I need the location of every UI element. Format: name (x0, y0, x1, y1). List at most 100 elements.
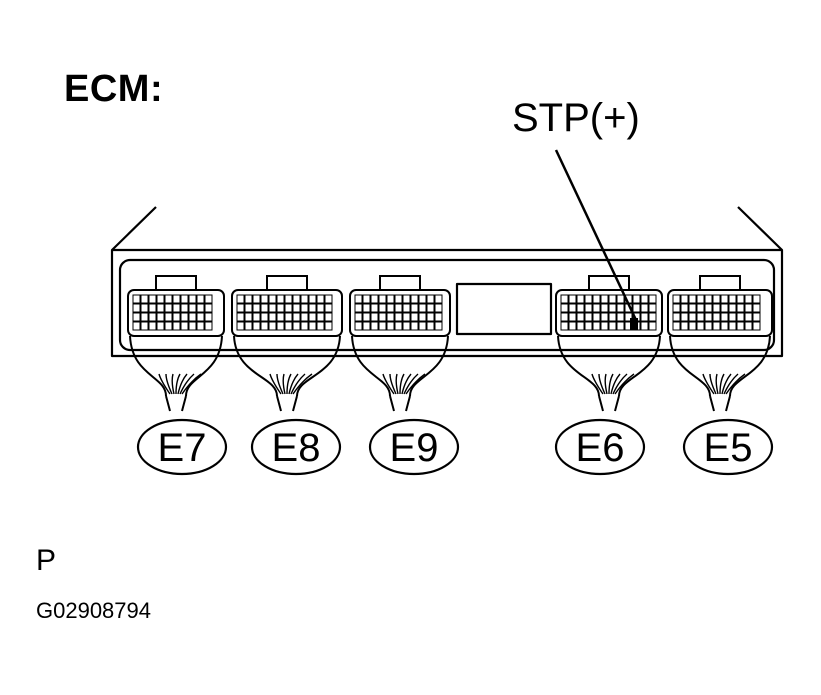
connector-pin (584, 321, 593, 331)
harness-sleeve (725, 395, 731, 412)
connector-e8: E8 (231, 275, 343, 476)
connector-pin (672, 312, 681, 322)
connector-pin (648, 294, 657, 304)
connector-pin (744, 303, 753, 313)
harness-sleeve (405, 395, 411, 412)
connector-pin (276, 294, 285, 304)
connector-pin (752, 312, 761, 322)
connector-body (667, 289, 773, 337)
connector-pin (300, 312, 309, 322)
connector-pin (308, 321, 317, 331)
connector-pin (560, 321, 569, 331)
connector-pin (560, 294, 569, 304)
connector-pin (696, 312, 705, 322)
harness-strand (725, 373, 746, 395)
harness-wire (729, 335, 771, 397)
connector-pin (362, 303, 371, 313)
connector-label-oval (136, 418, 228, 476)
connector-pin (608, 321, 617, 331)
harness-strand (389, 373, 397, 395)
connector-pin (712, 321, 721, 331)
connector-pin (172, 294, 181, 304)
connector-pin (640, 303, 649, 313)
connector-pin (164, 294, 173, 304)
connector-pin (426, 294, 435, 304)
connector-pin (316, 303, 325, 313)
connector-pin (608, 294, 617, 304)
connector-pin (418, 321, 427, 331)
connector-pin (560, 303, 569, 313)
connector-pin (132, 312, 141, 322)
connector-pin (712, 294, 721, 304)
connector-pin (576, 303, 585, 313)
harness-strand (290, 373, 306, 395)
connector-pin (268, 303, 277, 313)
harness-wire (351, 335, 391, 397)
connector-label-oval (554, 418, 646, 476)
connector-pin (680, 321, 689, 331)
connector-label-oval (368, 418, 460, 476)
connector-pin (696, 303, 705, 313)
connector-pin (608, 312, 617, 322)
harness-wire (129, 335, 167, 397)
connector-pin (402, 294, 411, 304)
connector-pin (370, 321, 379, 331)
connector-pin (402, 312, 411, 322)
connector-pin (752, 303, 761, 313)
connector-pin (362, 294, 371, 304)
connector-pin (752, 321, 761, 331)
harness-wire (618, 335, 661, 397)
connector-pin (410, 312, 419, 322)
connector-pin (362, 312, 371, 322)
connector-pin (688, 321, 697, 331)
connector-pin (608, 303, 617, 313)
connector-pin (680, 303, 689, 313)
connector-pin (148, 294, 157, 304)
connector-pin (180, 303, 189, 313)
connector-pin (204, 321, 213, 331)
connector-pin (648, 303, 657, 313)
connector-pin (410, 321, 419, 331)
connector-pin (354, 303, 363, 313)
connector-pin (616, 321, 625, 331)
connector-pin (720, 303, 729, 313)
harness-strand (165, 373, 173, 395)
connector-label-e8: E8 (272, 426, 321, 470)
connector-pin (292, 321, 301, 331)
connector-pin (370, 303, 379, 313)
stp-plus-callout-label: STP(+) (512, 96, 640, 140)
connector-pin (252, 312, 261, 322)
connector-pin (402, 321, 411, 331)
connector-pin (196, 312, 205, 322)
harness-strand (179, 373, 195, 395)
connector-pin (370, 312, 379, 322)
ecm-center-window (455, 282, 553, 336)
connector-pin (584, 312, 593, 322)
connector-pin (696, 321, 705, 331)
connector-pin (640, 321, 649, 331)
connector-pin (728, 312, 737, 322)
connector-e5: E5 (667, 275, 774, 476)
connector-pin (324, 303, 333, 313)
connector-pin (736, 312, 745, 322)
harness-strand (181, 373, 202, 395)
connector-pin (260, 294, 269, 304)
harness-sleeve (598, 395, 604, 412)
connector-label-e9: E9 (390, 426, 439, 470)
connector-pin (268, 312, 277, 322)
connector-pin (688, 303, 697, 313)
harness-strand (282, 373, 286, 395)
connector-pin (712, 303, 721, 313)
harness-wire (185, 335, 223, 397)
connector-pin (260, 303, 269, 313)
connector-pin (354, 294, 363, 304)
connector-pin (300, 303, 309, 313)
connector-pin (426, 321, 435, 331)
connector-pin (252, 294, 261, 304)
harness-sleeve (165, 395, 171, 412)
connector-pin (308, 303, 317, 313)
connector-pin (180, 294, 189, 304)
connector-pin (640, 294, 649, 304)
connector-pin (284, 303, 293, 313)
connector-pin (244, 321, 253, 331)
